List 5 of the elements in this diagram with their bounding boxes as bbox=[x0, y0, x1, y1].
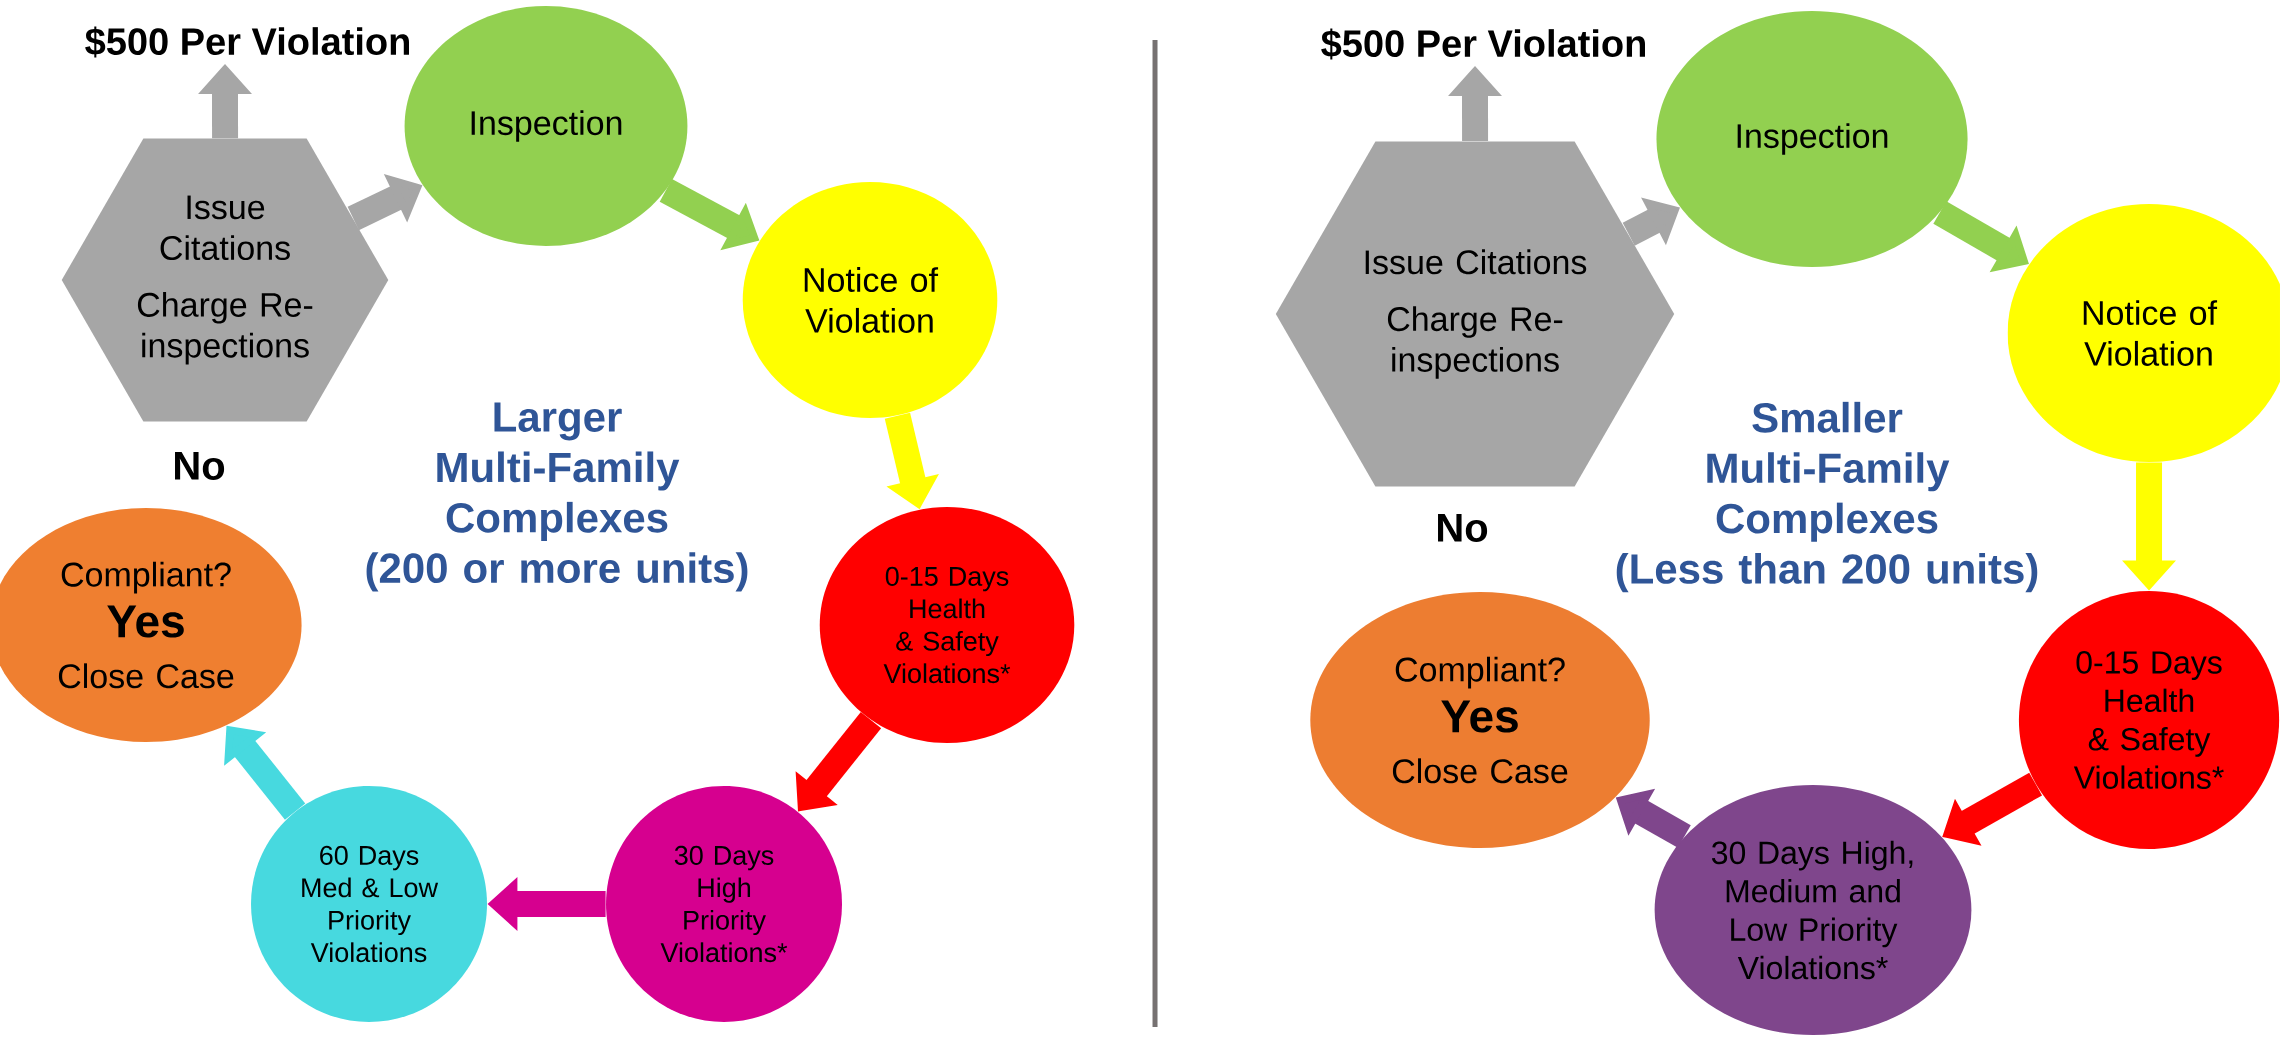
answer-label: No bbox=[175, 452, 225, 480]
penalty-text: $500 Per Violation bbox=[1321, 28, 1645, 60]
answer-label: No bbox=[1438, 514, 1488, 542]
hexagon: Issue Citations Charge Re-inspections bbox=[61, 138, 389, 422]
hexagon: Issue Citations Charge Re-inspections bbox=[1275, 141, 1675, 487]
